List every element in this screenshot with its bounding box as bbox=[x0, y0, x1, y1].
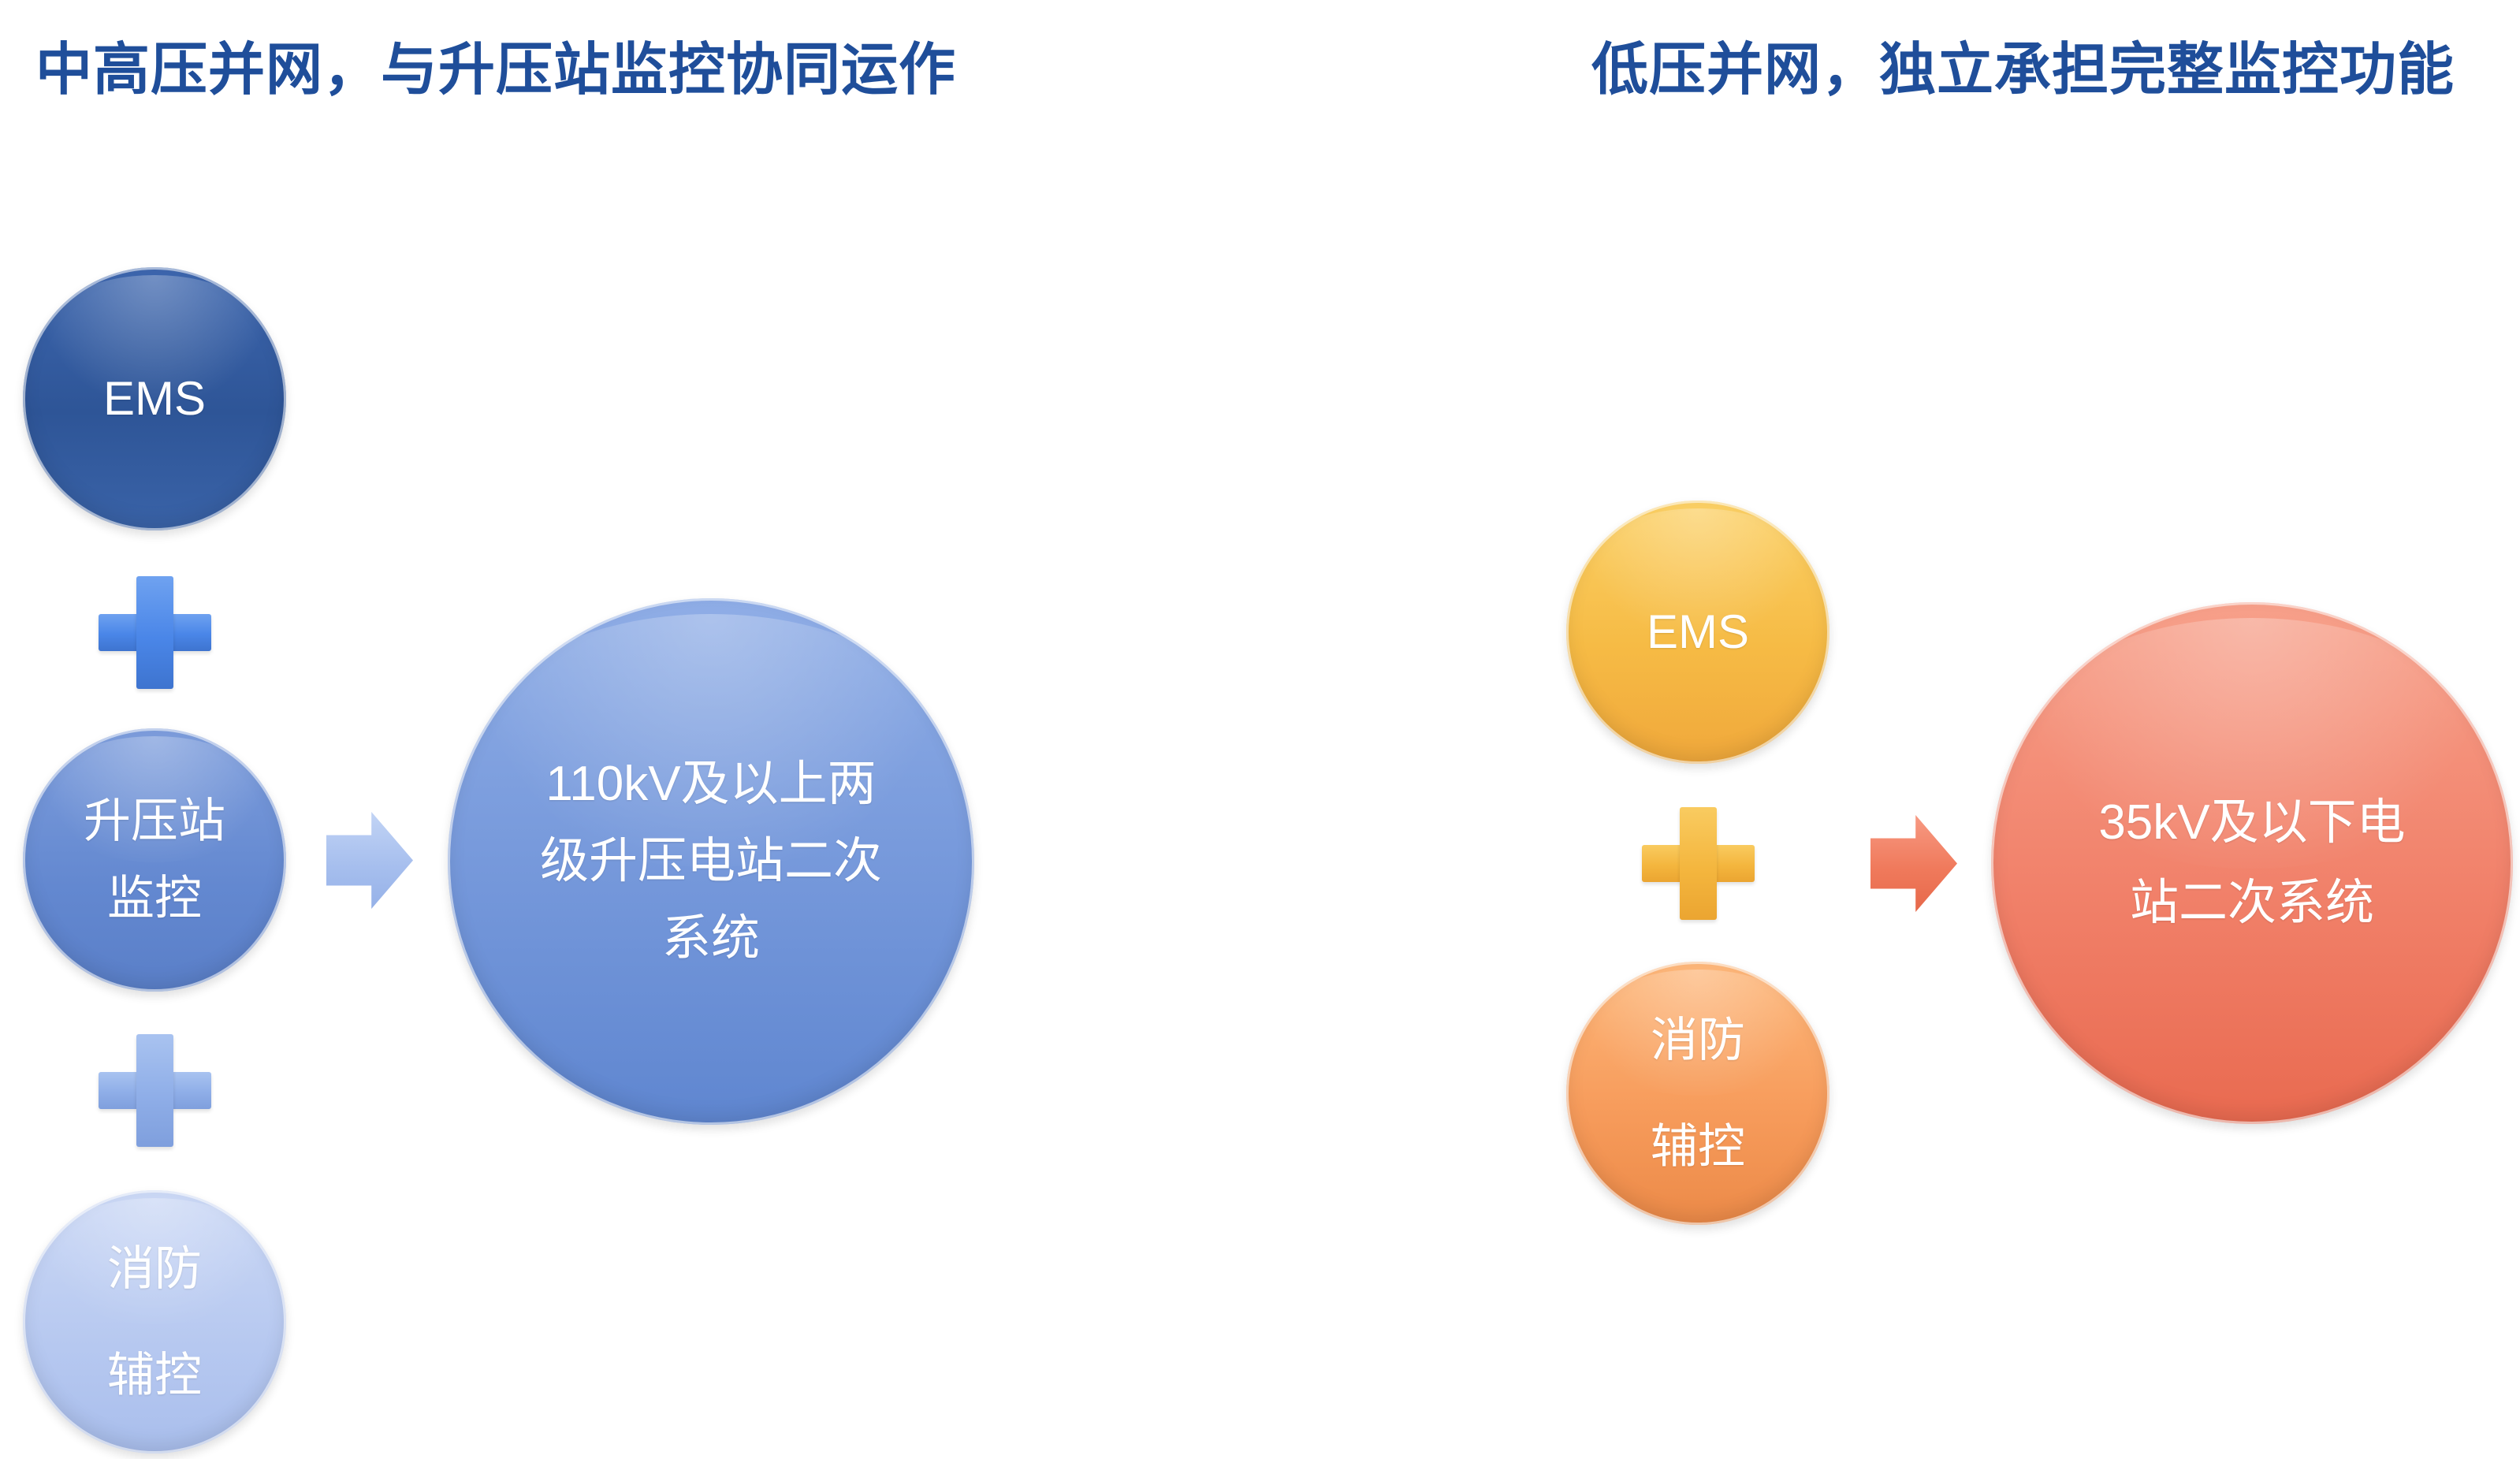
circle-label: 辅控 bbox=[107, 1349, 202, 1401]
left-result-circle: 110kV及以上两 级升压电站二次 系统 bbox=[448, 598, 974, 1125]
right-section-title: 低压并网，独立承担完整监控功能 bbox=[1591, 39, 2455, 102]
circle-label: 辅控 bbox=[1651, 1120, 1745, 1173]
circle-label: 消防 bbox=[107, 1242, 202, 1295]
plus-icon bbox=[99, 1034, 211, 1147]
right-ems-circle: EMS bbox=[1566, 501, 1830, 764]
circle-label: 升压站 bbox=[84, 795, 225, 847]
circle-label: EMS bbox=[102, 372, 207, 425]
result-label: 系统 bbox=[661, 911, 760, 966]
result-label: 110kV及以上两 bbox=[545, 757, 877, 811]
circle-label: EMS bbox=[1646, 605, 1750, 658]
left-substation-monitoring-circle: 升压站 监控 bbox=[23, 728, 286, 992]
right-fire-aux-control-circle: 消防 辅控 bbox=[1566, 962, 1830, 1225]
circle-label: 监控 bbox=[107, 872, 202, 925]
left-ems-circle: EMS bbox=[23, 267, 286, 530]
arrow-right-icon bbox=[326, 812, 413, 909]
plus-icon bbox=[1642, 807, 1755, 920]
plus-icon bbox=[99, 576, 211, 689]
arrow-right-icon bbox=[1870, 815, 1957, 912]
left-section-title: 中高压并网，与升压站监控协同运作 bbox=[35, 39, 957, 102]
right-result-circle: 35kV及以下电 站二次系统 bbox=[1991, 602, 2513, 1124]
circle-label: 消防 bbox=[1651, 1014, 1745, 1066]
result-label: 35kV及以下电 bbox=[2098, 795, 2406, 850]
left-fire-aux-control-circle: 消防 辅控 bbox=[23, 1190, 286, 1453]
result-label: 级升压电站二次 bbox=[539, 834, 882, 888]
result-label: 站二次系统 bbox=[2129, 876, 2374, 930]
